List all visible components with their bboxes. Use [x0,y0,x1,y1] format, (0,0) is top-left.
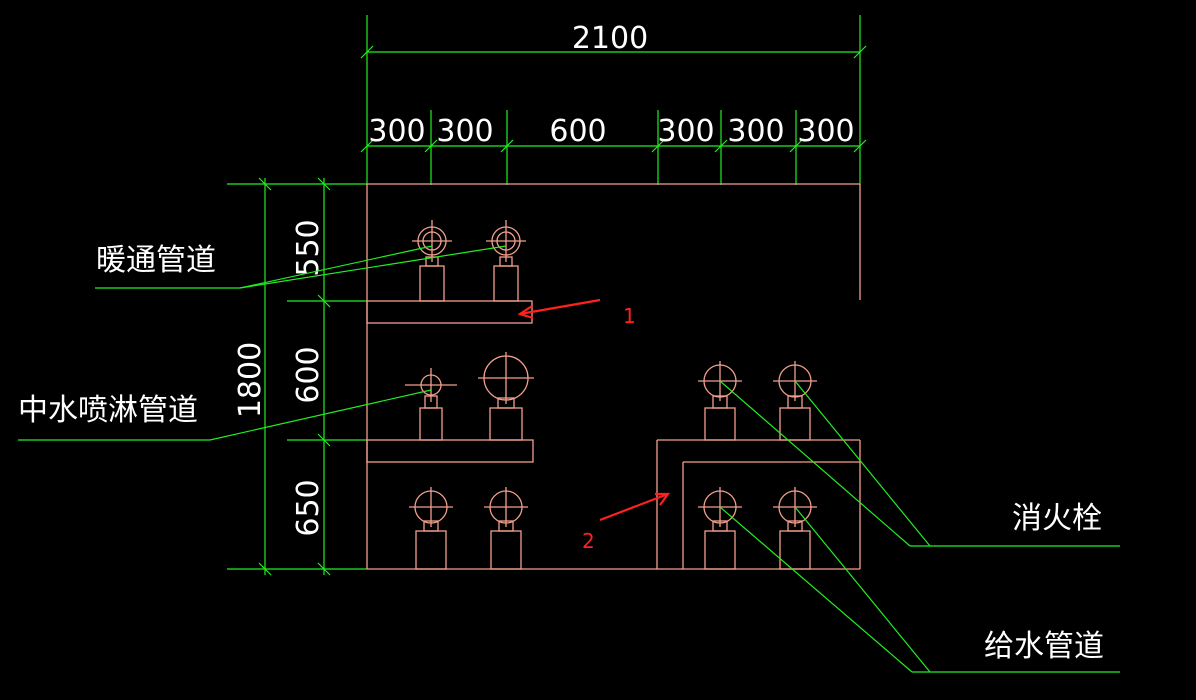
marker-1: 1 [623,304,636,328]
dimension-lines [227,15,867,576]
marker-arrow-1 [517,298,601,320]
dim-row-1: 550 [291,219,326,276]
gallery-structure [366,183,861,570]
dim-segment-5: 300 [727,114,784,149]
dim-row-3: 650 [291,479,326,536]
marker-2: 2 [582,529,595,553]
dim-segment-3: 600 [549,114,606,149]
dim-segment-6: 300 [797,114,854,149]
reclaimed-water-pipe [405,368,457,441]
water-supply-pipe [698,487,742,570]
dim-segment-1: 300 [368,114,425,149]
label-water-supply-pipes: 给水管道 [984,629,1104,664]
water-supply-pipe [773,487,817,570]
dim-row-2: 600 [291,346,326,403]
label-fire-hydrant: 消火栓 [1012,501,1102,536]
sprinkler-pipe [478,352,534,441]
pipes-and-supports [405,220,817,570]
dim-overall-width: 2100 [572,21,648,56]
hvac-pipe [412,220,452,302]
hvac-pipe [486,220,526,302]
dim-segment-4: 300 [657,114,714,149]
lower-pipe [484,487,528,570]
leader-lines [18,245,1120,673]
dim-overall-height: 1800 [233,342,268,418]
hydrant-pipe [698,361,742,441]
label-reclaimed-sprinkler-pipes: 中水喷淋管道 [18,393,198,428]
marker-arrow-2 [599,492,671,522]
lower-pipe [409,487,453,570]
dim-segment-2: 300 [436,114,493,149]
label-hvac-pipes: 暖通管道 [96,243,216,278]
